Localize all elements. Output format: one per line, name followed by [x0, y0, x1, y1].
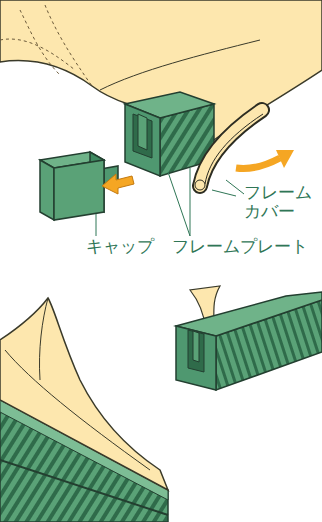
frame-cover [200, 110, 262, 186]
direction-arrow [236, 158, 280, 169]
cap-front [40, 160, 54, 220]
fabric-edge [100, 40, 260, 90]
fabric-edge [5, 350, 150, 470]
frame-cover-bead [205, 114, 263, 184]
cap-face [54, 160, 104, 220]
leader-line [226, 180, 244, 194]
direction-arrow [102, 174, 134, 194]
leader-line [190, 168, 191, 236]
part-name: フレーム カバー [244, 183, 322, 221]
frame-cover-outline [200, 110, 262, 186]
frame-rail-end [176, 326, 216, 390]
plate-channel-rib [138, 114, 147, 150]
leader-line [168, 172, 190, 236]
frame-cover-end [195, 180, 205, 190]
fabric-sheet [0, 298, 168, 490]
fabric-fold [39, 298, 48, 380]
arrow-head [276, 150, 294, 168]
fabric-fold [20, 10, 60, 75]
frame-plate-end [125, 104, 160, 176]
fabric-fold [0, 39, 75, 70]
plate-channel [133, 114, 152, 158]
rail-channel [188, 330, 204, 372]
rail-channel-rib [193, 331, 199, 362]
frame-rail-top [176, 292, 322, 336]
part-name: フレームプレート [172, 237, 308, 256]
fabric-fold [45, 5, 92, 86]
leader-line [212, 190, 236, 196]
part-name: キャップ [86, 237, 154, 256]
leader-line [96, 214, 97, 236]
